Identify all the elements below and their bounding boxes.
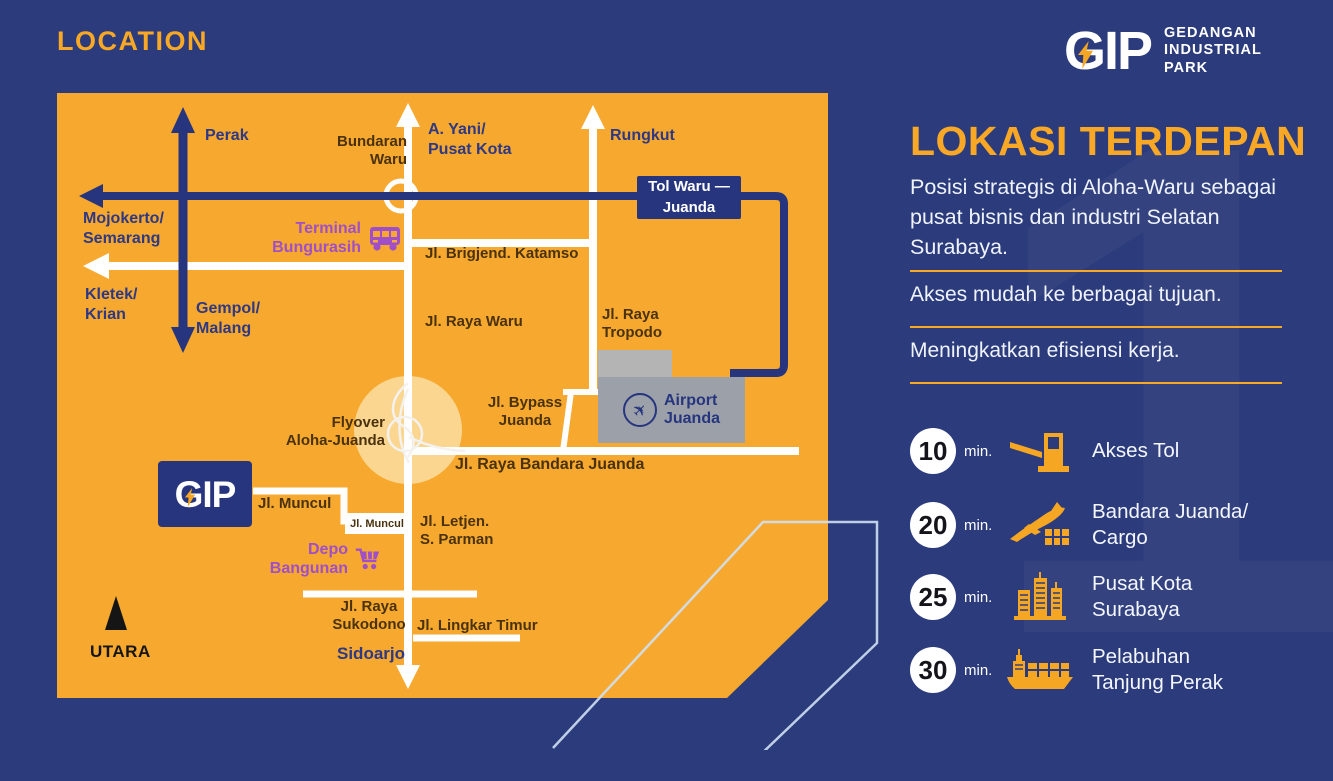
- map-label-raya-waru: Jl. Raya Waru: [425, 313, 523, 331]
- divider: [910, 326, 1282, 328]
- travel-time-label: Pelabuhan Tanjung Perak: [1092, 644, 1223, 696]
- map-label-lingkar-timur: Jl. Lingkar Timur: [417, 617, 538, 635]
- lightning-bolt-icon: [1077, 41, 1094, 69]
- map-label-bundaran-waru: Bundaran Waru: [307, 133, 407, 170]
- container-ship-icon: [1003, 646, 1077, 694]
- terminal-bungurasih-label: Terminal Bungurasih: [272, 219, 361, 257]
- map-label-rungkut: Rungkut: [610, 126, 675, 146]
- map-label-tropodo: Jl. Raya Tropodo: [602, 306, 662, 343]
- minutes-unit: min.: [964, 443, 1000, 460]
- bus-icon: [367, 220, 403, 256]
- gip-site-marker: GIP: [158, 461, 252, 527]
- travel-time-label: Pusat Kota Surabaya: [1092, 571, 1192, 623]
- minutes-badge: 20: [910, 502, 956, 548]
- depo-bangunan-label: Depo Bangunan: [270, 540, 348, 578]
- depo-bangunan: Depo Bangunan: [242, 540, 382, 578]
- minutes-unit: min.: [964, 589, 1000, 606]
- panel-point-1: Akses mudah ke berbagai tujuan.: [910, 283, 1222, 307]
- map-label-letjen: Jl. Letjen. S. Parman: [420, 513, 493, 550]
- poster: { "page": { "title": "LOCATION" }, "bran…: [0, 0, 1333, 750]
- panel-point-2: Meningkatkan efisiensi kerja.: [910, 339, 1180, 363]
- panel-intro: Posisi strategis di Aloha-Waru sebagai p…: [910, 172, 1302, 262]
- brand-tagline: GEDANGAN INDUSTRIAL PARK: [1164, 25, 1262, 76]
- airport-juanda-label: Airport Juanda: [664, 392, 720, 429]
- minutes-badge: 10: [910, 428, 956, 474]
- minutes-badge: 30: [910, 647, 956, 693]
- travel-time-row: 30 min. Pelabuhan Tanjung Perak: [910, 642, 1330, 698]
- north-arrow-icon: [105, 596, 127, 630]
- map-label-perak: Perak: [205, 126, 249, 146]
- page-title: LOCATION: [57, 26, 208, 57]
- map-label-a-yani: A. Yani/ Pusat Kota: [428, 120, 512, 159]
- north-label: UTARA: [90, 642, 151, 663]
- travel-time-row: 25 min. Pusat Kota Surabaya: [910, 569, 1330, 625]
- map-label-muncul: Jl. Muncul: [258, 495, 331, 513]
- map-label-mojokerto: Mojokerto/ Semarang: [83, 209, 164, 248]
- muncul-road-badge: Jl. Muncul: [345, 513, 409, 534]
- map-label-sidoarjo: Sidoarjo: [337, 644, 405, 665]
- toll-waru-juanda-badge: Tol Waru — Juanda: [637, 176, 741, 219]
- travel-time-label: Akses Tol: [1092, 438, 1179, 464]
- map-label-bandara: Jl. Raya Bandara Juanda: [455, 455, 644, 475]
- airplane-circle-icon: ✈: [623, 393, 657, 427]
- gip-marker-logo: GIP: [175, 476, 236, 513]
- terminal-bungurasih: Terminal Bungurasih: [217, 219, 403, 257]
- gip-logo: GIP: [1064, 24, 1151, 78]
- panel-heading: LOKASI TERDEPAN: [910, 118, 1306, 165]
- map-label-gempol: Gempol/ Malang: [196, 299, 260, 338]
- travel-time-label: Bandara Juanda/ Cargo: [1092, 499, 1248, 551]
- brand-logo: GIP GEDANGAN INDUSTRIAL PARK: [1064, 24, 1262, 78]
- map-label-bypass: Jl. Bypass Juanda: [483, 394, 567, 431]
- map-label-kletek: Kletek/ Krian: [85, 285, 137, 324]
- airport-apron-block: [598, 350, 672, 377]
- map-label-flyover: Flyover Aloha-Juanda: [237, 414, 385, 451]
- shopping-cart-icon: [354, 544, 382, 574]
- map-label-katamso: Jl. Brigjend. Katamso: [425, 245, 578, 263]
- minutes-badge: 25: [910, 574, 956, 620]
- lightning-bolt-icon: [184, 488, 196, 507]
- travel-time-row: 10 min. Akses Tol: [910, 423, 1330, 479]
- airport-juanda-block: ✈ Airport Juanda: [598, 377, 745, 443]
- map-label-sukodono: Jl. Raya Sukodono: [327, 598, 411, 635]
- divider: [910, 270, 1282, 272]
- city-buildings-icon: [1008, 572, 1072, 622]
- toll-gate-icon: [1008, 427, 1072, 475]
- divider: [910, 382, 1282, 384]
- airplane-cargo-icon: [1007, 501, 1073, 549]
- map-panel: Perak A. Yani/ Pusat Kota Rungkut Mojoke…: [57, 93, 828, 698]
- travel-time-row: 20 min. Bandara Juanda/ Cargo: [910, 497, 1330, 553]
- minutes-unit: min.: [964, 662, 1000, 679]
- minutes-unit: min.: [964, 517, 1000, 534]
